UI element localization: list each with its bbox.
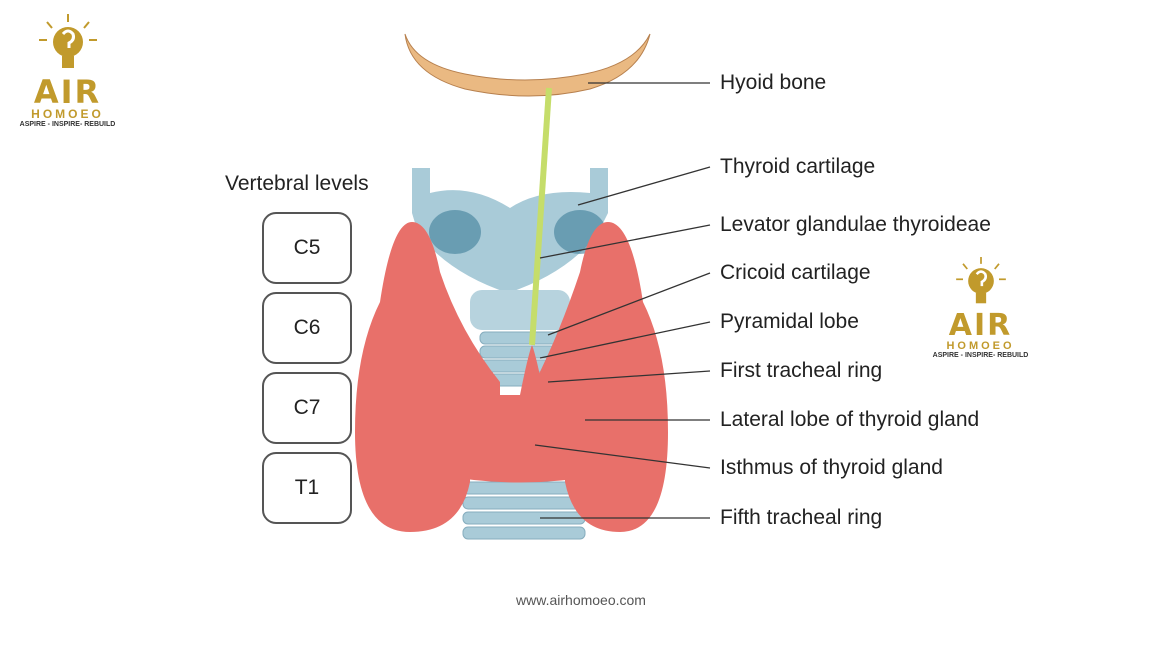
lightbulb-icon	[955, 257, 1006, 304]
label-isthmus: Isthmus of thyroid gland	[720, 456, 943, 479]
leader-lines	[534, 82, 711, 519]
label-pyramidal-lobe: Pyramidal lobe	[720, 310, 859, 333]
logo-top-left: AIR HOMOEO ASPIRE - INSPIRE- REBUILD	[15, 12, 120, 128]
logo-tagline: ASPIRE - INSPIRE- REBUILD	[932, 352, 1029, 359]
logo-sub: HOMOEO	[946, 340, 1015, 352]
hyoid-bone	[404, 33, 651, 97]
vertebral-levels-title: Vertebral levels	[225, 172, 369, 195]
logo-tagline: ASPIRE - INSPIRE- REBUILD	[19, 121, 116, 128]
label-hyoid-bone: Hyoid bone	[720, 71, 827, 94]
website-footer: www.airhomoeo.com	[516, 592, 646, 608]
pyramidal-lobe	[520, 345, 544, 395]
lightbulb-icon	[38, 14, 97, 68]
logo-sub: HOMOEO	[31, 107, 104, 121]
isthmus	[440, 395, 600, 483]
label-first-tracheal-ring: First tracheal ring	[720, 359, 883, 382]
label-cricoid: Cricoid cartilage	[720, 261, 871, 284]
cricoid-cartilage	[470, 290, 570, 330]
levator-glandulae	[529, 87, 552, 346]
label-levator: Levator glandulae thyroideae	[720, 213, 991, 236]
vertebra-c7: C7	[262, 372, 352, 444]
label-lateral-lobe: Lateral lobe of thyroid gland	[720, 408, 980, 431]
label-thyroid-cartilage: Thyroid cartilage	[720, 155, 876, 178]
vertebra-c6: C6	[262, 292, 352, 364]
logo-name: AIR	[33, 73, 102, 111]
logo-right: AIR HOMOEO ASPIRE - INSPIRE- REBUILD	[928, 255, 1033, 359]
label-fifth-tracheal-ring: Fifth tracheal ring	[720, 506, 883, 529]
vertebra-t1: T1	[262, 452, 352, 524]
thyroid-cartilage	[412, 168, 608, 293]
logo-name: AIR	[948, 308, 1013, 343]
vertebra-c5: C5	[262, 212, 352, 284]
